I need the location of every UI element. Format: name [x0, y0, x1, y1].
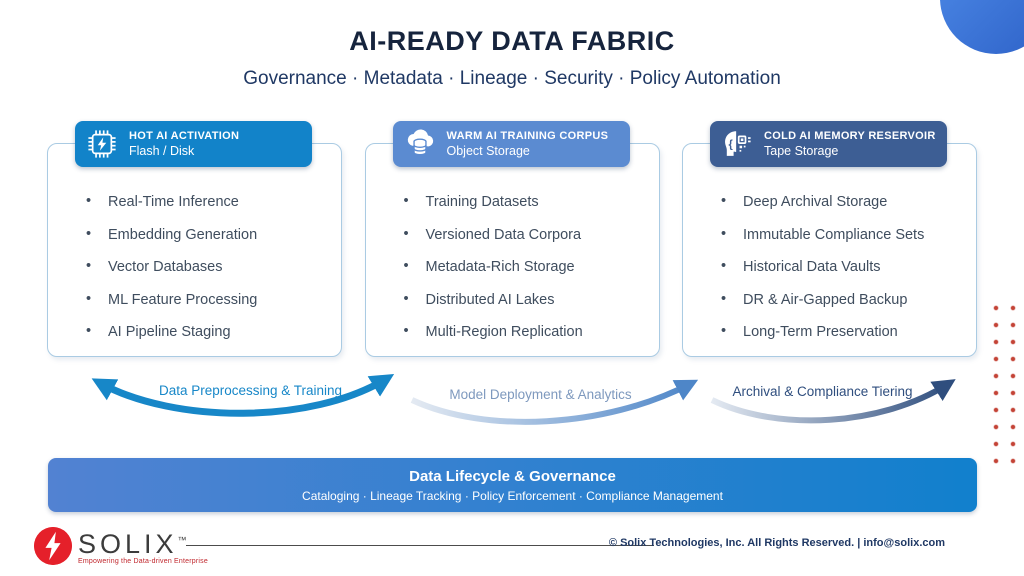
chip-lightning-icon [88, 130, 116, 158]
footer-divider [186, 545, 654, 546]
governance-subtitle: Cataloging · Lineage Tracking · Policy E… [302, 488, 723, 503]
solix-logo: SOLIX™ Empowering the Data-driven Enterp… [34, 527, 208, 565]
tier-warm-list: Training Datasets Versioned Data Corpora… [366, 193, 659, 340]
lightning-bolt-icon [34, 527, 72, 565]
tier-cold-list: Deep Archival Storage Immutable Complian… [683, 193, 976, 340]
list-item: Vector Databases [86, 258, 333, 275]
list-item: Embedding Generation [86, 226, 333, 243]
flow-arrow-bidirectional [91, 374, 395, 417]
tier-cold-name: COLD AI MEMORY RESERVOIR [764, 130, 936, 142]
flow-label-archival: Archival & Compliance Tiering [732, 384, 913, 399]
list-item: Real-Time Inference [86, 193, 333, 210]
list-item: Long-Term Preservation [721, 323, 968, 340]
tier-header-cold: { COLD AI MEMORY RESERVOIR Tape Storage [710, 121, 947, 167]
ai-head-circuit-icon: { [725, 131, 751, 156]
list-item: Metadata-Rich Storage [404, 258, 651, 275]
list-item: Multi-Region Replication [404, 323, 651, 340]
tier-card-warm-body: Training Datasets Versioned Data Corpora… [364, 143, 660, 357]
svg-text:{: { [729, 138, 734, 150]
list-item: Deep Archival Storage [721, 193, 968, 210]
tier-card-hot: Real-Time Inference Embedding Generation… [47, 121, 342, 357]
list-item: AI Pipeline Staging [86, 323, 333, 340]
page-subtitle: Governance · Metadata · Lineage · Securi… [243, 68, 781, 89]
tier-cold-storage: Tape Storage [764, 144, 839, 158]
tier-card-cold-body: Deep Archival Storage Immutable Complian… [682, 143, 977, 357]
list-item: Immutable Compliance Sets [721, 226, 968, 243]
tier-cards-row: Real-Time Inference Embedding Generation… [47, 121, 977, 357]
list-item: ML Feature Processing [86, 291, 333, 308]
tier-warm-name: WARM AI TRAINING CORPUS [446, 130, 609, 142]
tier-card-warm: Training Datasets Versioned Data Corpora… [364, 121, 660, 357]
trademark-symbol: ™ [177, 535, 187, 545]
tier-hot-name: HOT AI ACTIVATION [129, 130, 240, 142]
tier-header-hot: HOT AI ACTIVATION Flash / Disk [75, 121, 312, 167]
logo-wordmark: SOLIX™ [78, 529, 187, 559]
tier-hot-list: Real-Time Inference Embedding Generation… [48, 193, 341, 340]
flow-arrows [91, 374, 956, 425]
list-item: Distributed AI Lakes [404, 291, 651, 308]
flow-arrow-archival [710, 379, 956, 424]
tier-header-warm: WARM AI TRAINING CORPUS Object Storage [392, 121, 630, 167]
page-title: AI-READY DATA FABRIC [349, 26, 675, 56]
tier-card-cold: Deep Archival Storage Immutable Complian… [682, 121, 977, 357]
governance-bar: Data Lifecycle & Governance Cataloging ·… [48, 458, 977, 512]
logo-tagline: Empowering the Data-driven Enterprise [78, 558, 208, 565]
flow-label-deployment: Model Deployment & Analytics [449, 387, 632, 402]
flow-arrow-deployment [410, 379, 699, 425]
tier-hot-storage: Flash / Disk [129, 144, 195, 158]
flow-label-preprocessing: Data Preprocessing & Training [158, 383, 343, 398]
tier-warm-storage: Object Storage [446, 144, 530, 158]
tier-card-hot-body: Real-Time Inference Embedding Generation… [47, 143, 342, 357]
list-item: Historical Data Vaults [721, 258, 968, 275]
cloud-database-icon [407, 129, 433, 156]
list-item: DR & Air-Gapped Backup [721, 291, 968, 308]
list-item: Versioned Data Corpora [404, 226, 651, 243]
governance-title: Data Lifecycle & Governance [409, 467, 616, 485]
copyright-text: © Solix Technologies, Inc. All Rights Re… [608, 537, 945, 549]
dot-grid-decoration [988, 300, 1024, 472]
list-item: Training Datasets [404, 193, 651, 210]
